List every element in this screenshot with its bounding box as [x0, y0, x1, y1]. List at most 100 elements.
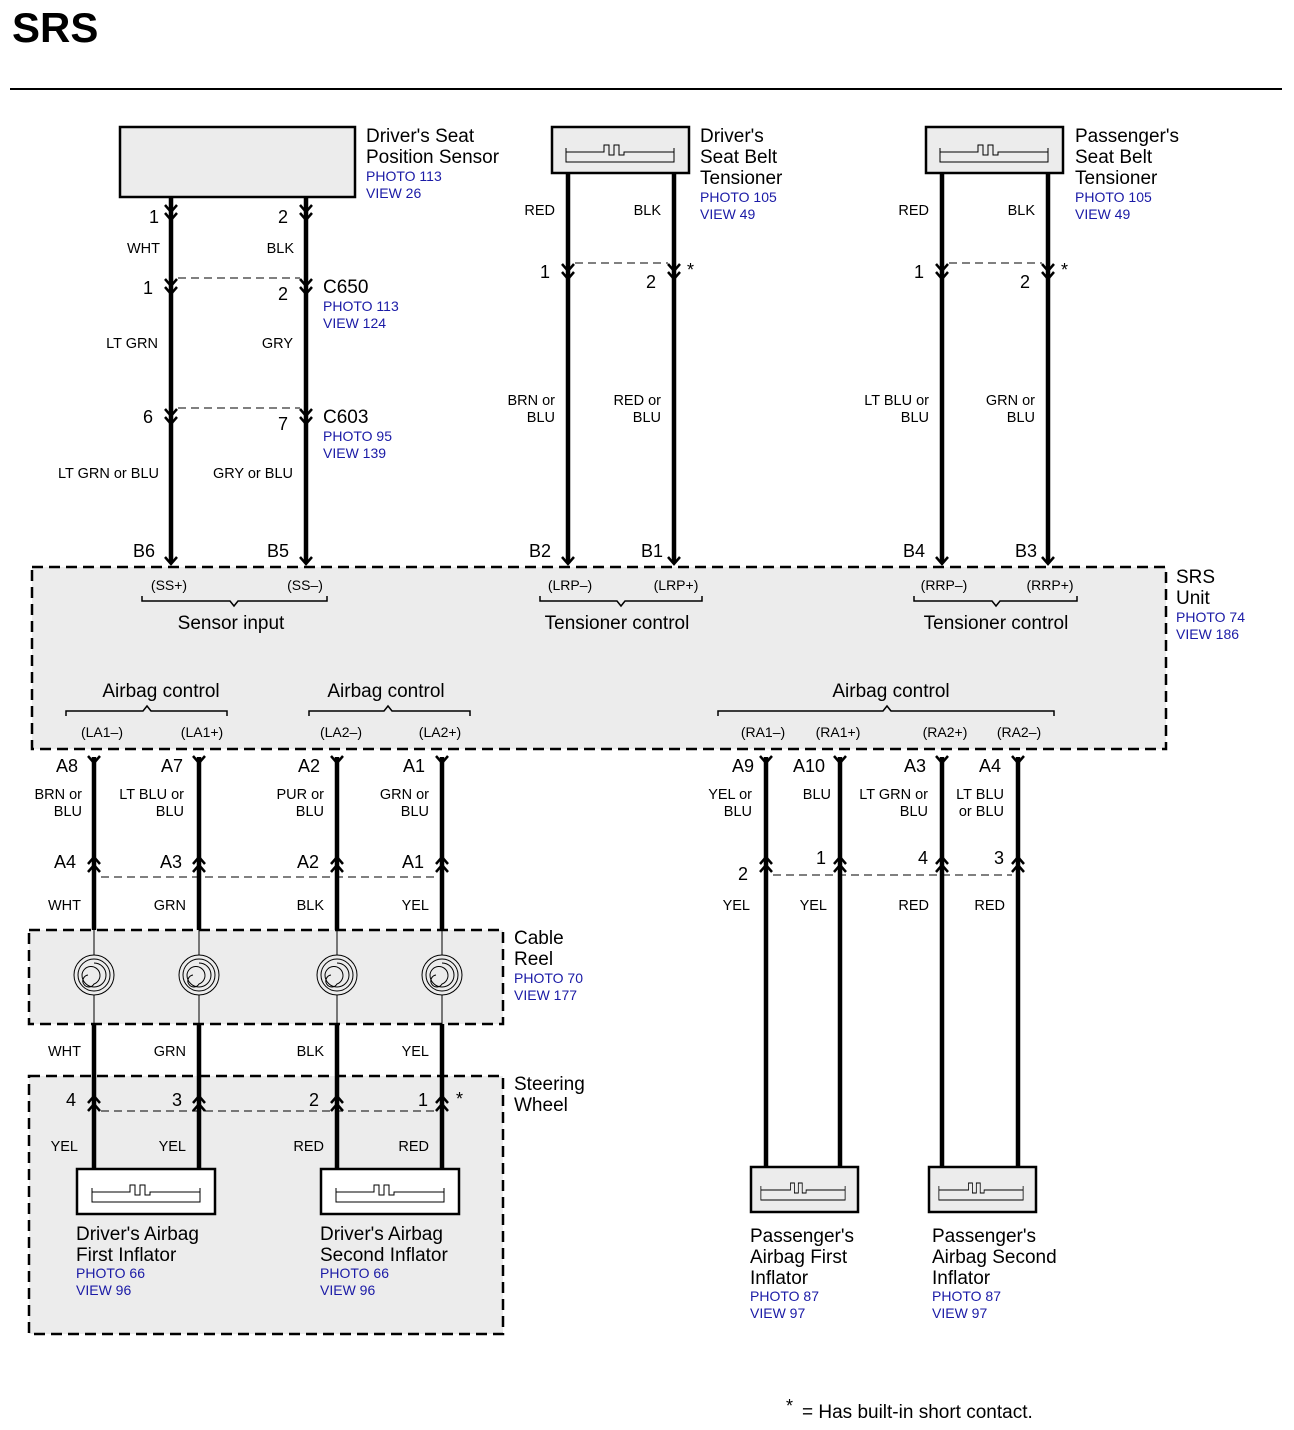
driver-first-inflator-name: Driver's Airbag: [76, 1224, 199, 1245]
section-airbag-control: Airbag control: [832, 681, 949, 702]
cable-reel-name: Cable: [514, 928, 564, 949]
c603-name: C603: [323, 407, 368, 428]
pin-label: A2: [298, 756, 320, 776]
wire-color-label: RED: [898, 898, 929, 914]
driver-second-inflator-view-ref[interactable]: VIEW 96: [320, 1282, 375, 1298]
pin-label: A4: [979, 756, 1001, 776]
signal-label: (LRP+): [654, 577, 699, 593]
wire-color-label: BLU: [54, 804, 82, 820]
passenger-tensioner-name: Seat Belt: [1075, 147, 1153, 168]
pin-label: A1: [403, 756, 425, 776]
passenger-first-inflator-photo-ref[interactable]: PHOTO 87: [750, 1288, 819, 1304]
driver-first-inflator-view-ref[interactable]: VIEW 96: [76, 1282, 131, 1298]
driver-tensioner-name: Driver's: [700, 126, 764, 147]
wire-color-label: BRN or: [507, 393, 555, 409]
wire-color-label: RED: [524, 203, 555, 219]
driver-second-inflator-photo-ref[interactable]: PHOTO 66: [320, 1265, 389, 1281]
signal-label: (LA2+): [419, 724, 461, 740]
seat-sensor-view-ref[interactable]: VIEW 26: [366, 185, 421, 201]
wire-color-label: LT GRN or BLU: [58, 466, 159, 482]
passenger-tensioner-box: [924, 125, 1065, 175]
seat-sensor-photo-ref[interactable]: PHOTO 113: [366, 168, 442, 184]
pin-label: 2: [646, 272, 656, 292]
c603-photo-ref[interactable]: PHOTO 95: [323, 428, 392, 444]
section-airbag-control: Airbag control: [102, 681, 219, 702]
driver-first-inflator-photo-ref[interactable]: PHOTO 66: [76, 1265, 145, 1281]
pin-label: 1: [914, 262, 924, 282]
page-title: SRS: [12, 4, 98, 51]
pin-label: A3: [160, 852, 182, 872]
passenger-first-inflator-name: Passenger's: [750, 1226, 854, 1247]
driver-tensioner-photo-ref[interactable]: PHOTO 105: [700, 189, 777, 205]
cable-reel-photo-ref[interactable]: PHOTO 70: [514, 970, 583, 986]
pin-label: A1: [402, 852, 424, 872]
wire-color-label: YEL or: [708, 787, 752, 803]
pin-label: 2: [738, 864, 748, 884]
wire-color-label: or BLU: [959, 804, 1004, 820]
wire-color-label: BLU: [156, 804, 184, 820]
wire-color-label: LT BLU or: [119, 787, 184, 803]
passenger-second-inflator-photo-ref[interactable]: PHOTO 87: [932, 1288, 1001, 1304]
wire-color-label: BLK: [1008, 203, 1036, 219]
signal-label: (SS+): [151, 577, 187, 593]
wire-color-label: GRY: [262, 336, 293, 352]
steering-wheel-name: Steering: [514, 1074, 585, 1095]
wire-color-label: LT GRN or: [859, 787, 928, 803]
pin-label: 1: [816, 848, 826, 868]
pin-label: 2: [278, 207, 288, 227]
footnote-text: = Has built-in short contact.: [802, 1402, 1033, 1423]
airbag2-bracket: [308, 704, 471, 716]
pin-label: A9: [732, 756, 754, 776]
passenger-first-inflator-view-ref[interactable]: VIEW 97: [750, 1305, 805, 1321]
wire-color-label: BLU: [527, 410, 555, 426]
srs-unit-photo-ref[interactable]: PHOTO 74: [1176, 609, 1245, 625]
signal-label: (RA1+): [816, 724, 861, 740]
wire-color-label: YEL: [402, 898, 429, 914]
wire-color-label: YEL: [402, 1044, 429, 1060]
wire-color-label: YEL: [51, 1139, 78, 1155]
srs-unit-view-ref[interactable]: VIEW 186: [1176, 626, 1239, 642]
cable-reel-view-ref[interactable]: VIEW 177: [514, 987, 577, 1003]
passenger-tensioner-view-ref[interactable]: VIEW 49: [1075, 206, 1130, 222]
passenger-tensioner-photo-ref[interactable]: PHOTO 105: [1075, 189, 1152, 205]
pin-label: 3: [994, 848, 1004, 868]
signal-label: (LA1–): [81, 724, 123, 740]
passenger-first-inflator-name: Airbag First: [750, 1247, 848, 1268]
c603-view-ref[interactable]: VIEW 139: [323, 445, 386, 461]
signal-label: (LA1+): [181, 724, 223, 740]
c650-view-ref[interactable]: VIEW 124: [323, 315, 386, 331]
wire-color-label: YEL: [159, 1139, 186, 1155]
passenger-second-inflator-view-ref[interactable]: VIEW 97: [932, 1305, 987, 1321]
pin-label: 1: [149, 207, 159, 227]
signal-label: (LRP–): [548, 577, 592, 593]
pin-label: B4: [903, 541, 925, 561]
pin-label: 1: [143, 278, 153, 298]
signal-label: (SS–): [287, 577, 323, 593]
wire-color-label: BLU: [296, 804, 324, 820]
section-airbag-control: Airbag control: [327, 681, 444, 702]
wire-color-label: BLK: [634, 203, 662, 219]
driver-tensioner-view-ref[interactable]: VIEW 49: [700, 206, 755, 222]
pin-label: 4: [66, 1090, 76, 1110]
c650-photo-ref[interactable]: PHOTO 113: [323, 298, 399, 314]
seat-sensor-name: Driver's Seat: [366, 126, 475, 147]
cable-reel-name: Reel: [514, 949, 553, 970]
wire-color-label: RED: [398, 1139, 429, 1155]
pin-label: 4: [918, 848, 928, 868]
wire-color-label: RED: [293, 1139, 324, 1155]
wire-color-label: BLU: [1007, 410, 1035, 426]
tensioner-right-bracket: [913, 596, 1078, 608]
pin-label: B1: [641, 541, 663, 561]
driver-tensioner-box: [550, 125, 691, 175]
wire-color-label: YEL: [723, 898, 750, 914]
wire-color-label: WHT: [127, 241, 160, 257]
passenger-second-inflator-name: Inflator: [932, 1268, 991, 1289]
wire-color-label: GRN: [154, 1044, 186, 1060]
pin-label: B3: [1015, 541, 1037, 561]
signal-label: (RA2–): [997, 724, 1041, 740]
wire-color-label: BLU: [633, 410, 661, 426]
wire-color-label: BLU: [900, 804, 928, 820]
wire-color-label: BLK: [267, 241, 295, 257]
driver-second-inflator-name: Second Inflator: [320, 1245, 448, 1266]
